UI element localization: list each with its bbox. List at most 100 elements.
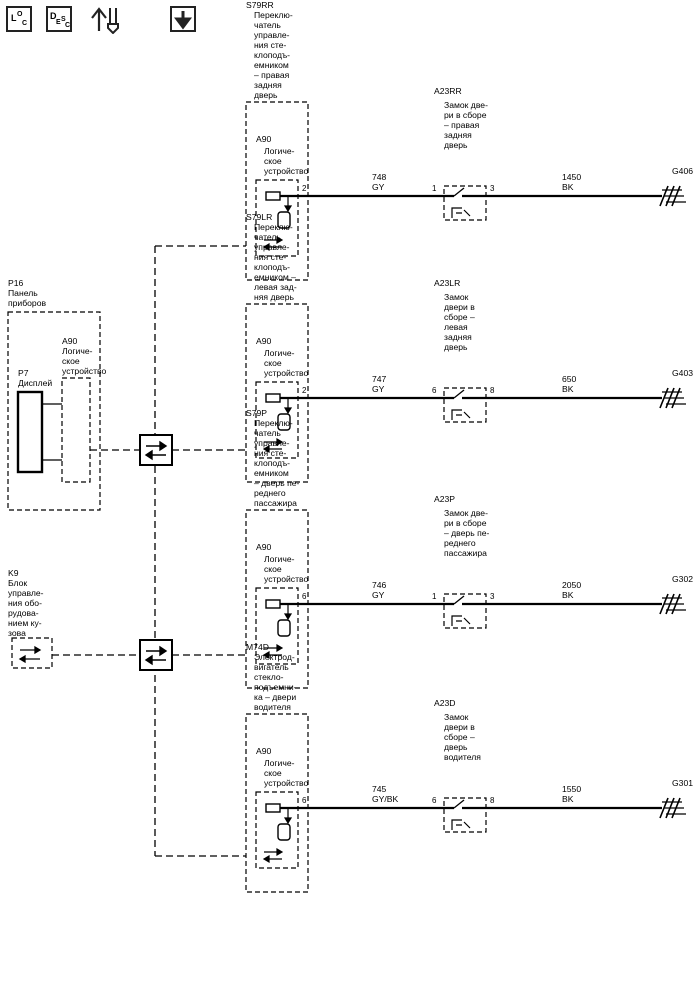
wire-color: GY/BK: [372, 794, 399, 804]
switch-name-5: емником –: [254, 272, 296, 282]
lock-outline: [443, 387, 487, 423]
k9-name-6: зова: [8, 628, 26, 638]
p16-name-2: приборов: [8, 298, 46, 308]
logic-id: A90: [256, 336, 272, 346]
logic-name-2: устройство: [264, 778, 308, 788]
switch-name-0: Переклю-: [254, 222, 293, 232]
ground-id: G301: [672, 778, 693, 788]
k9-name-3: ния обо-: [8, 598, 42, 608]
window-motor-icon: [277, 823, 291, 841]
pin-out: 6: [302, 796, 307, 805]
ground-color: BK: [562, 384, 574, 394]
lock-outline: [443, 185, 487, 221]
k9-name-5: нием ку-: [8, 618, 42, 628]
lock-name-3: левая: [444, 322, 468, 332]
lock-name-0: Замок: [444, 712, 469, 722]
switch-name-0: Переклю-: [254, 418, 293, 428]
ground-id: G302: [672, 574, 693, 584]
switch-id: S79RR: [246, 0, 274, 10]
down-arrow-button[interactable]: [170, 6, 196, 32]
switch-name-3: ния сте-: [254, 40, 287, 50]
logic-name-1: ское: [264, 768, 282, 778]
switch-name-8: дверь: [254, 90, 278, 100]
logic-name-0: Логиче-: [264, 348, 295, 358]
p7-logic-name-2: ское: [62, 356, 80, 366]
loc-label-o: O: [17, 11, 23, 18]
p16-panel-outline: [7, 311, 101, 511]
lock-name-1: двери в: [444, 302, 475, 312]
lock-name-3: дверь: [444, 742, 468, 752]
lock-pin-in: 6: [432, 386, 437, 395]
serial-data-arrows-icon: [262, 235, 284, 252]
description-button[interactable]: D E S C: [46, 6, 72, 32]
down-arrow-icon: [283, 398, 293, 415]
lock-name-0: Замок: [444, 292, 469, 302]
logic-name-1: ское: [264, 358, 282, 368]
connector-flow-icon: [91, 7, 119, 35]
lock-name-1: ри в сборе: [444, 110, 487, 120]
lock-name-4: дверь: [444, 140, 468, 150]
loc-label-l: L: [11, 13, 17, 23]
p7-id: P7: [18, 368, 29, 378]
switch-name-5: емником: [254, 60, 289, 70]
desc-label-c: C: [65, 22, 71, 29]
lock-name-4: пассажира: [444, 548, 487, 558]
window-motor-icon: [277, 619, 291, 637]
logic-name-0: Логиче-: [264, 554, 295, 564]
lock-actuator-icon: [451, 615, 471, 626]
logic-name-1: ское: [264, 564, 282, 574]
switch-name-1: чатель: [254, 428, 281, 438]
connector-symbol: [265, 803, 281, 813]
switch-outline: [245, 713, 309, 893]
lock-pin-in: 6: [432, 796, 437, 805]
switch-name-4: клоподъ-: [254, 458, 290, 468]
connector-symbol: [265, 191, 281, 201]
logic-id: A90: [256, 542, 272, 552]
logic-name-0: Логиче-: [264, 146, 295, 156]
switch-name-1: чатель: [254, 232, 281, 242]
lock-id: A23D: [434, 698, 456, 708]
ground-circuit: 1550: [562, 784, 581, 794]
k9-name-4: рудова-: [8, 608, 39, 618]
switch-name-4: ка – двери: [254, 692, 296, 702]
location-button[interactable]: L O C: [6, 6, 32, 32]
switch-name-7: задняя: [254, 80, 282, 90]
switch-name-1: чатель: [254, 20, 281, 30]
down-arrow-icon: [174, 11, 192, 30]
logic-id: A90: [256, 134, 272, 144]
switch-name-2: управле-: [254, 30, 290, 40]
k9-name-1: Блок: [8, 578, 27, 588]
ground-id: G403: [672, 368, 693, 378]
ground-color: BK: [562, 182, 574, 192]
loc-label-c: C: [22, 20, 28, 27]
logic-outline: [255, 587, 299, 665]
switch-name-2: управле-: [254, 438, 290, 448]
logic-name-1: ское: [264, 156, 282, 166]
switch-id: S79P: [246, 408, 267, 418]
connector-symbol: [265, 393, 281, 403]
toolbar: L O C D E S C: [0, 0, 700, 44]
switch-name-1: вигатель: [254, 662, 289, 672]
logic-name-0: Логиче-: [264, 758, 295, 768]
ground-color: BK: [562, 794, 574, 804]
logic-name-2: устройство: [264, 166, 308, 176]
wire-circuit: 745: [372, 784, 387, 794]
lock-name-4: задняя: [444, 332, 472, 342]
lock-pin-out: 3: [490, 592, 495, 601]
pin-out: 6: [302, 592, 307, 601]
switch-name-8: пассажира: [254, 498, 297, 508]
switch-name-3: подъемни-: [254, 682, 297, 692]
connector-flow-button[interactable]: [88, 4, 122, 35]
switch-name-5: емником: [254, 468, 289, 478]
p7-logic-name-3: устройство: [62, 366, 106, 376]
lock-pin-in: 1: [432, 592, 437, 601]
wire-color: GY: [372, 384, 385, 394]
lock-pin-out: 8: [490, 796, 495, 805]
down-arrow-icon: [283, 196, 293, 213]
wire-color: GY: [372, 590, 385, 600]
p7-name: Дисплей: [18, 378, 52, 388]
